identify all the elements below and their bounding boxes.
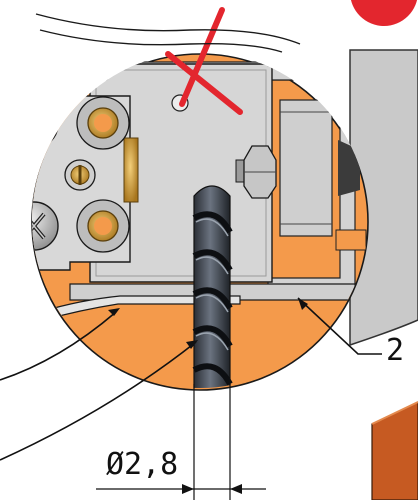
dimension-label: Ø2,8 — [106, 447, 179, 482]
dimension-lines — [96, 384, 266, 500]
drill-bit — [192, 185, 233, 388]
leader-line-left-2 — [0, 340, 198, 461]
brass-screw-center — [64, 159, 96, 191]
callout-number: 2 — [386, 333, 405, 368]
wood-block — [371, 401, 418, 501]
leader-line-left-1 — [0, 308, 120, 381]
red-x-cross-icon — [165, 7, 243, 115]
brass-eyelet-top — [76, 96, 130, 150]
leader-line-2 — [297, 297, 382, 355]
phillips-screw-icon — [32, 201, 59, 251]
phillips-screw-icon — [32, 99, 59, 149]
hex-nut — [235, 145, 277, 199]
cable — [35, 13, 301, 53]
red-circle-icon — [350, 0, 418, 26]
brass-eyelet-bottom — [76, 199, 130, 253]
